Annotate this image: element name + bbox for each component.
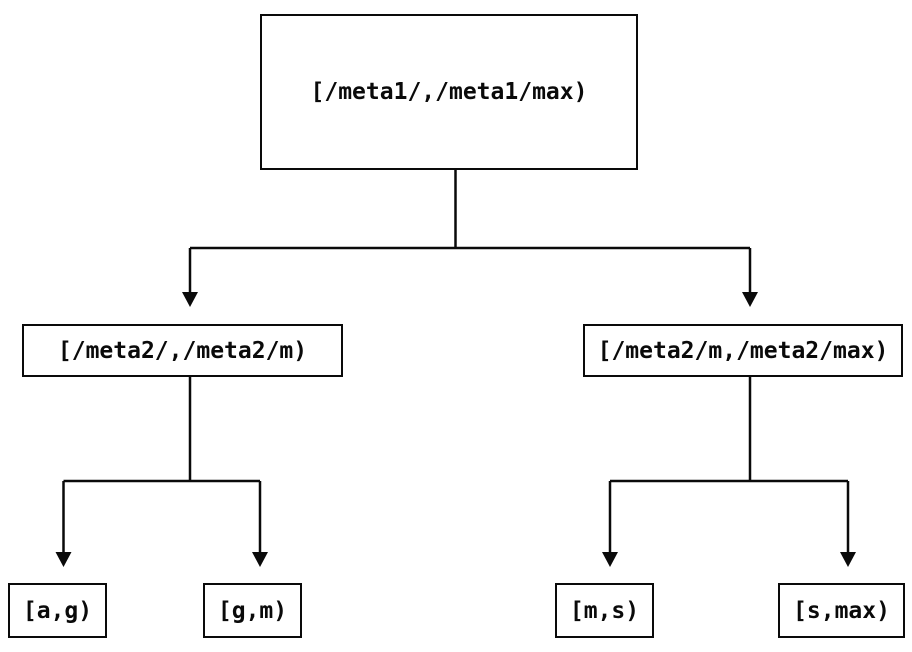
arrowhead-to-leaf-smax [840, 552, 856, 567]
node-leaf-ag: [a,g) [8, 583, 107, 638]
node-meta2-left-label: [/meta2/,/meta2/m) [57, 337, 308, 364]
arrowhead-to-leaf-gm [252, 552, 268, 567]
node-leaf-gm: [g,m) [203, 583, 302, 638]
node-root: [/meta1/,/meta1/max) [260, 14, 638, 170]
arrowhead-to-l2-right [742, 292, 758, 307]
node-leaf-smax: [s,max) [778, 583, 905, 638]
node-leaf-ag-label: [a,g) [22, 597, 93, 624]
edge-l2-right-to-leaves [608, 377, 850, 553]
node-meta2-left: [/meta2/,/meta2/m) [22, 324, 343, 377]
node-root-label: [/meta1/,/meta1/max) [310, 79, 588, 105]
arrowhead-to-l2-left [182, 292, 198, 307]
node-leaf-gm-label: [g,m) [217, 597, 288, 624]
node-leaf-ms: [m,s) [555, 583, 654, 638]
arrowhead-to-leaf-ag [55, 552, 72, 567]
node-leaf-smax-label: [s,max) [793, 597, 890, 624]
node-meta2-right: [/meta2/m,/meta2/max) [583, 324, 903, 377]
edge-root-to-level2 [188, 170, 752, 293]
node-leaf-ms-label: [m,s) [569, 597, 640, 624]
arrowhead-to-leaf-ms [602, 552, 618, 567]
edge-l2-left-to-leaves [62, 377, 262, 553]
node-meta2-right-label: [/meta2/m,/meta2/max) [597, 337, 889, 364]
